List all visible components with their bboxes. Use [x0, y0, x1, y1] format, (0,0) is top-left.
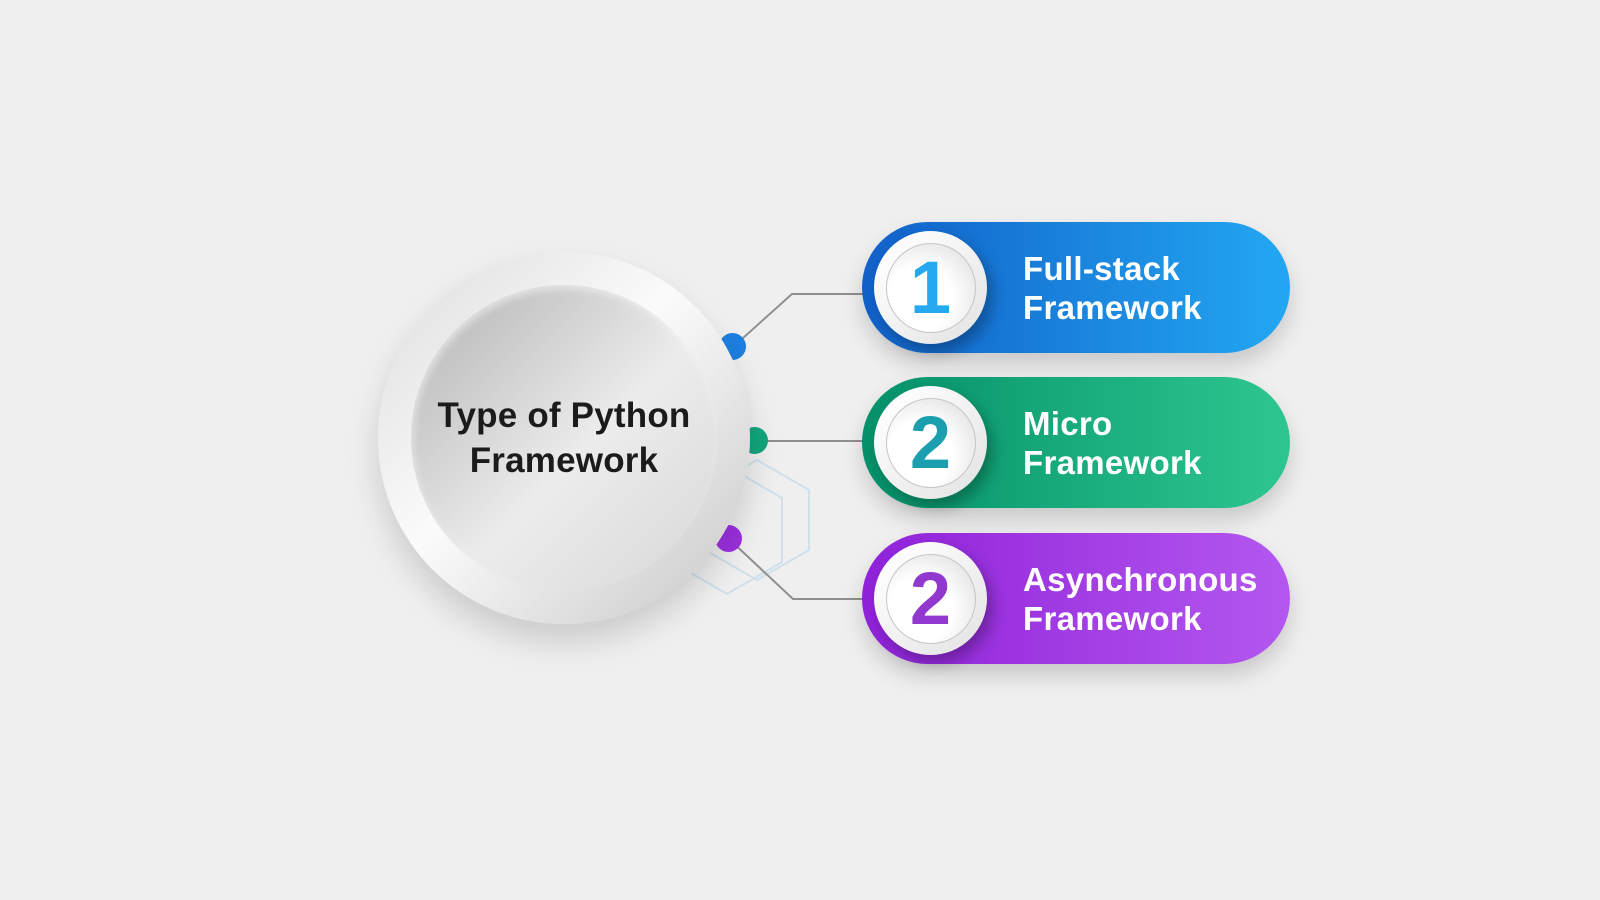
- item-label-line1: Asynchronous: [1023, 560, 1258, 598]
- item-number: 1: [909, 245, 952, 329]
- central-title: Type of Python Framework: [438, 393, 691, 483]
- item-pill-asynchronous: 2 Asynchronous Framework: [862, 533, 1290, 664]
- number-badge: 1: [874, 231, 987, 344]
- item-label-line1: Micro: [1023, 404, 1113, 442]
- central-circle: Type of Python Framework: [378, 252, 750, 624]
- item-pill-full-stack: 1 Full-stack Framework: [862, 222, 1290, 353]
- item-label-line1: Full-stack: [1023, 249, 1181, 287]
- item-label: Full-stack Framework: [1023, 249, 1202, 327]
- number-badge-inner: 1: [885, 242, 976, 333]
- item-label: Asynchronous Framework: [1023, 560, 1258, 638]
- item-label-line2: Framework: [1023, 288, 1202, 326]
- number-badge: 2: [874, 386, 987, 499]
- central-title-line2: Framework: [469, 441, 659, 480]
- connector-line-full-stack: [732, 293, 880, 348]
- item-number: 2: [909, 400, 952, 484]
- number-badge-inner: 2: [885, 553, 976, 644]
- central-title-line1: Type of Python: [437, 396, 691, 435]
- item-label-line2: Framework: [1023, 443, 1202, 481]
- number-badge-inner: 2: [885, 397, 976, 488]
- item-pill-micro: 2 Micro Framework: [862, 377, 1290, 508]
- number-badge: 2: [874, 542, 987, 655]
- item-number: 2: [909, 556, 952, 640]
- connector-line-asynchronous: [728, 538, 880, 600]
- item-label: Micro Framework: [1023, 404, 1202, 482]
- central-circle-inner: Type of Python Framework: [411, 285, 717, 591]
- item-label-line2: Framework: [1023, 599, 1202, 637]
